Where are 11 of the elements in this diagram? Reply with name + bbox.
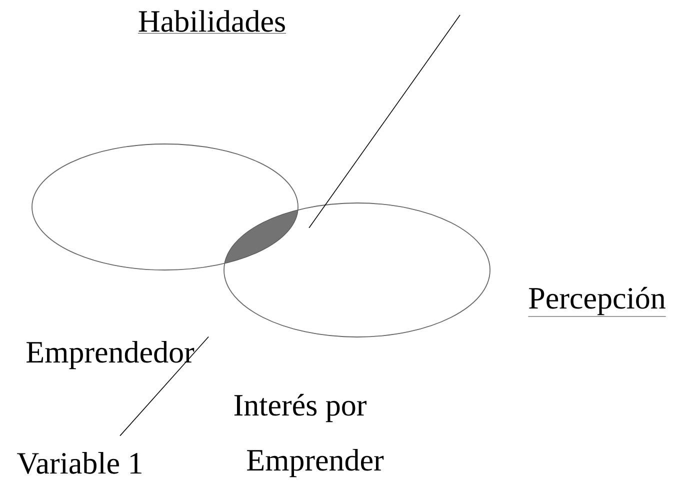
label-text: Interés por [234,394,366,422]
shaded-intersection [224,210,298,264]
leader-line [120,336,209,436]
underlined-label: Habilidades [138,10,286,34]
label-text: Variable 1 [17,452,142,474]
ellipse [32,144,298,270]
underlined-label: Percepción [528,286,666,317]
label-text: Emprendedor [26,340,194,370]
leader-line [308,14,460,228]
ellipse [224,202,490,338]
label-text: Emprender [247,448,384,478]
